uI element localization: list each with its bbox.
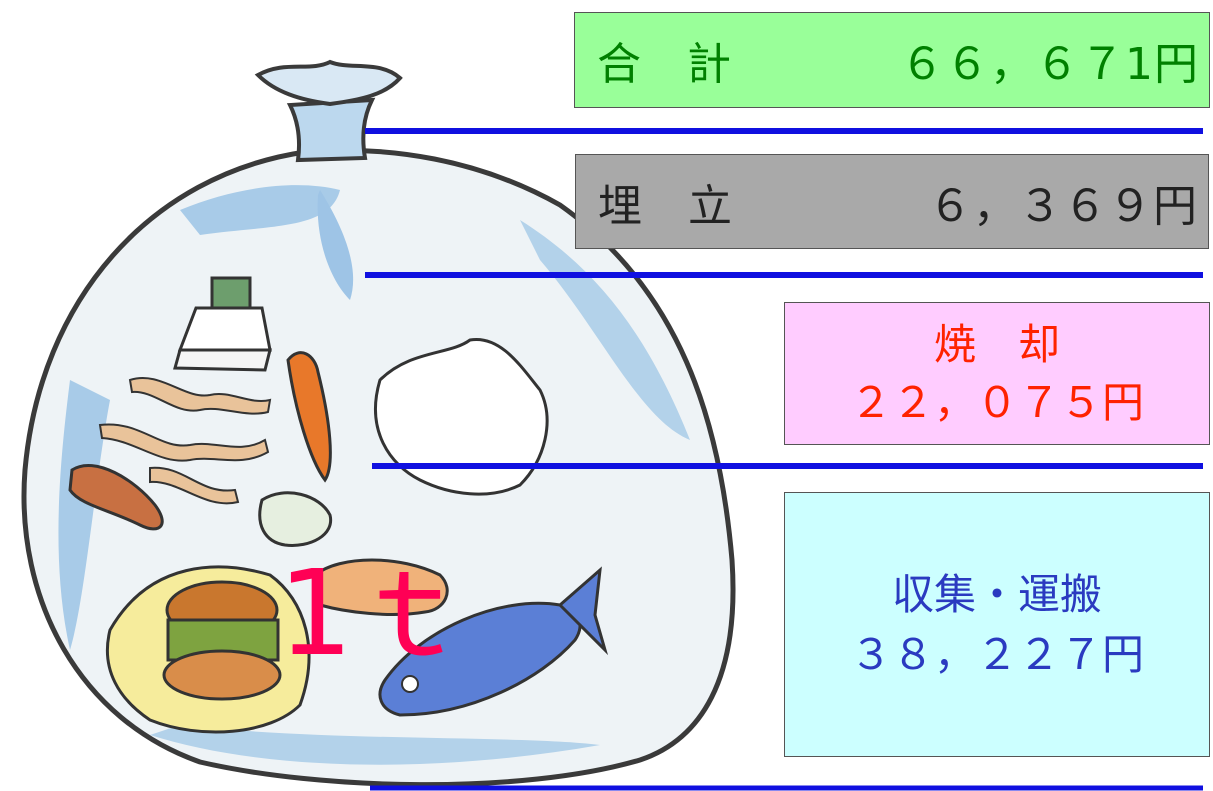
fish-icon (378, 566, 609, 717)
collection-label: 収集・運搬 (891, 569, 1102, 619)
incineration-cost-box: 焼 却 ２２，０７５円 (784, 302, 1210, 445)
peel-strip-bottom (149, 466, 240, 505)
total-label: 合 計 (597, 39, 732, 90)
total-amount: ６６，６７1円 (900, 39, 1199, 90)
tempura-icon (313, 558, 449, 616)
bottle-icon (173, 276, 272, 372)
crumpled-paper-icon (374, 338, 549, 496)
weight-label: 1ｔ (278, 544, 469, 682)
collection-text-stack: 収集・運搬 ３８，２２７円 (785, 493, 1209, 756)
incineration-label: 焼 却 (933, 319, 1060, 369)
peel-strip-middle (98, 423, 270, 462)
sweet-potato-icon (68, 464, 164, 531)
landfill-amount: ６，３６９円 (928, 180, 1198, 232)
vegetable-chunk-icon (258, 491, 333, 547)
incineration-text-stack: 焼 却 ２２，０７５円 (785, 303, 1209, 444)
landfill-cost-box: 埋 立 ６，３６９円 (575, 154, 1209, 249)
hamburger-icon (162, 580, 282, 701)
bag-neck (286, 97, 376, 163)
bag-highlight-top (180, 185, 340, 235)
bag-highlight-bottom (150, 725, 600, 765)
peel-strip-top (128, 377, 272, 415)
carrot-icon (286, 351, 332, 483)
bag-tie (254, 59, 403, 107)
collection-cost-box: 収集・運搬 ３８，２２７円 (784, 492, 1210, 757)
incineration-amount: ２２，０７５円 (849, 377, 1144, 427)
bag-highlight-mid (317, 190, 354, 300)
bag-highlight-left (58, 380, 110, 650)
collection-amount: ３８，２２７円 (849, 629, 1144, 679)
total-cost-box: 合 計 ６６，６７1円 (574, 12, 1210, 108)
landfill-label: 埋 立 (598, 180, 733, 232)
